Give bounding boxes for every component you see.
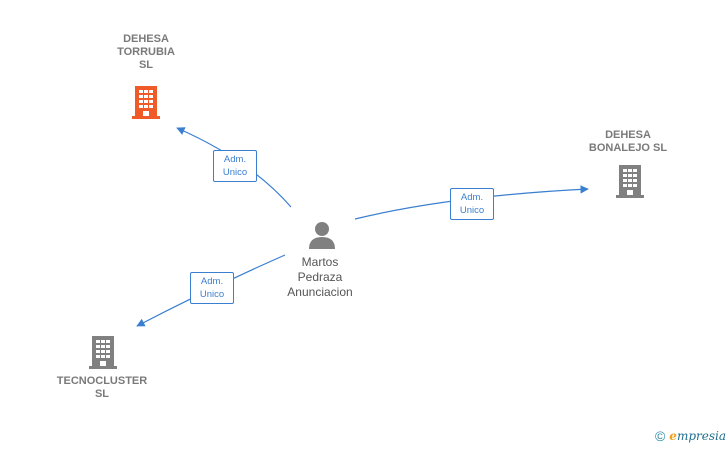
person-icon[interactable] bbox=[307, 220, 337, 250]
person-label[interactable]: Martos Pedraza Anunciacion bbox=[287, 255, 353, 299]
building-icon[interactable] bbox=[87, 334, 119, 370]
company-label-tecnocluster[interactable]: TECNOCLUSTER SL bbox=[56, 375, 148, 400]
company-label-dehesa-torrubia[interactable]: DEHESA TORRUBIA SL bbox=[117, 33, 175, 71]
brand-logo: empresia bbox=[669, 429, 726, 443]
edge-label-tecnocluster: Adm. Unico bbox=[190, 272, 234, 304]
building-icon[interactable] bbox=[614, 163, 646, 199]
edge-label-bonalejo: Adm. Unico bbox=[450, 188, 494, 220]
edge-label-torrubia: Adm. Unico bbox=[213, 150, 257, 182]
brand-footer: © empresia bbox=[655, 428, 726, 444]
copyright-icon: © bbox=[654, 428, 666, 444]
building-icon[interactable] bbox=[130, 84, 162, 120]
company-label-dehesa-bonalejo[interactable]: DEHESA BONALEJO SL bbox=[588, 129, 668, 154]
